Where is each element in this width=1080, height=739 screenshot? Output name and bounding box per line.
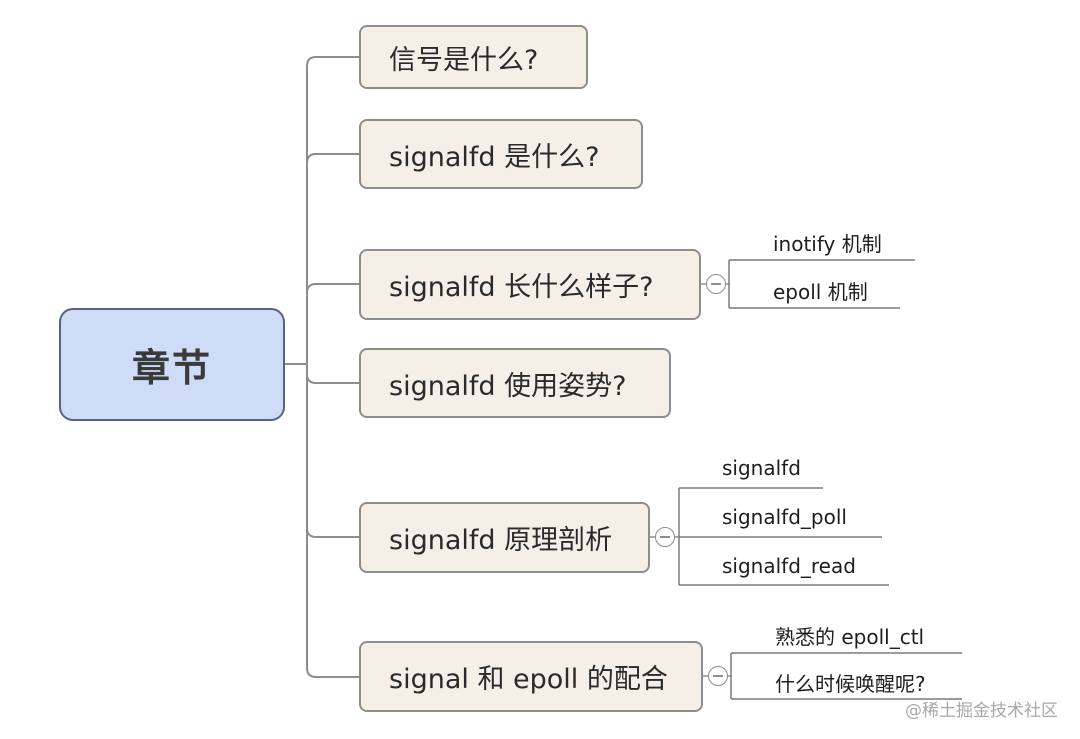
root-node[interactable]: 章节 (59, 308, 285, 421)
subtopic-label[interactable]: 什么时候唤醒呢? (775, 672, 926, 696)
branch-line-4 (306, 527, 359, 538)
subtopic-label[interactable]: signalfd_read (722, 554, 856, 578)
subtopic-label[interactable]: epoll 机制 (773, 280, 868, 304)
collapse-toggle-icon[interactable] (708, 666, 728, 686)
topic-node[interactable]: 信号是什么? (359, 25, 588, 89)
collapse-toggle-icon[interactable] (655, 527, 675, 547)
branch-line-1 (306, 153, 359, 164)
branch-line-3 (306, 373, 359, 384)
watermark: @稀土掘金技术社区 (905, 701, 1058, 721)
trunk-line (306, 56, 359, 678)
branch-line-2 (306, 283, 359, 294)
subtopic-label[interactable]: signalfd_poll (722, 505, 847, 529)
topic-node[interactable]: signalfd 原理剖析 (359, 502, 650, 573)
subtopic-label[interactable]: inotify 机制 (773, 232, 882, 256)
collapse-toggle-icon[interactable] (706, 274, 726, 294)
topic-node[interactable]: signalfd 长什么样子? (359, 249, 701, 320)
subtopic-label[interactable]: 熟悉的 epoll_ctl (775, 625, 925, 649)
subtopic-label[interactable]: signalfd (722, 456, 801, 480)
topic-node[interactable]: signalfd 是什么? (359, 119, 643, 189)
topic-node[interactable]: signalfd 使用姿势? (359, 348, 671, 418)
topic-node[interactable]: signal 和 epoll 的配合 (359, 641, 703, 712)
